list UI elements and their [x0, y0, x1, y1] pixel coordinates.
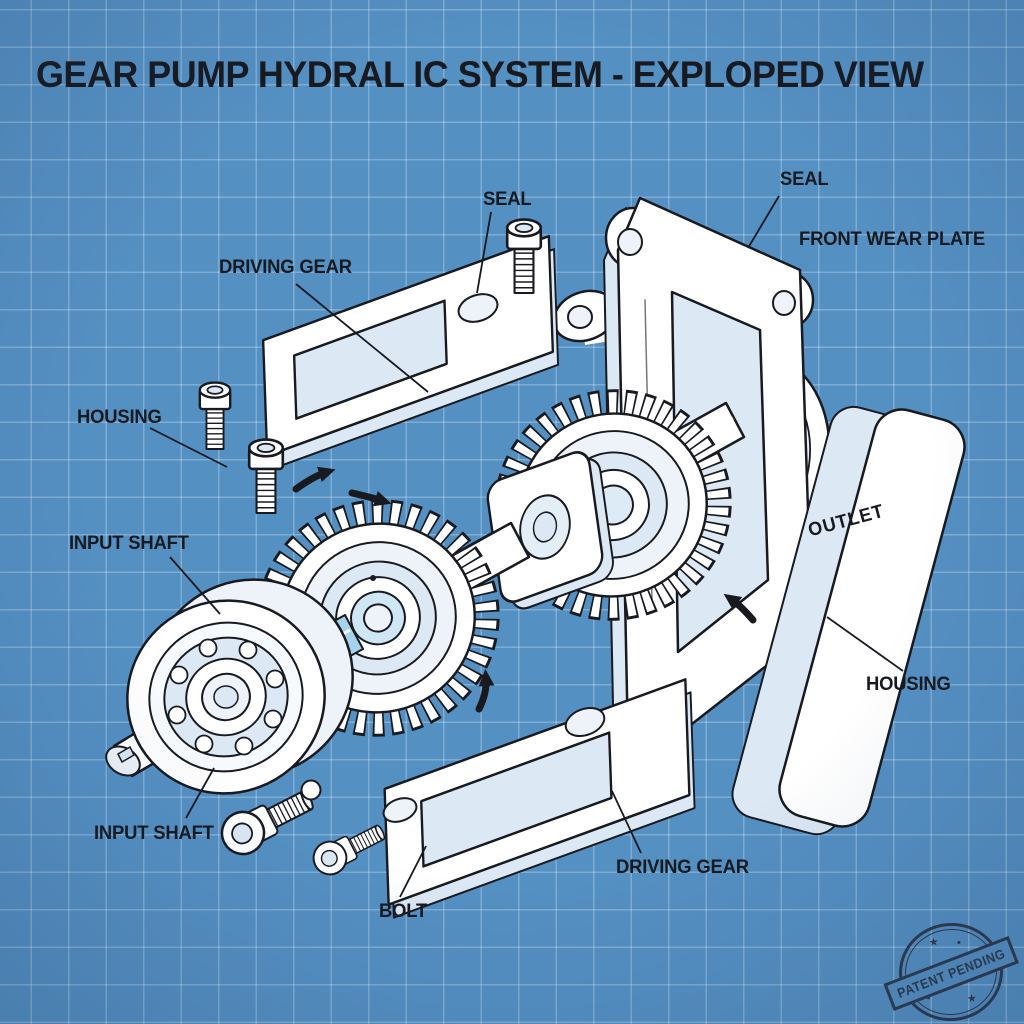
- leader-seal-top: [476, 211, 492, 294]
- steel-ball: [300, 779, 322, 801]
- label-housing-right: HOUSING: [866, 674, 951, 695]
- leader-input-shaft-bottom: [185, 767, 215, 819]
- seal-plate-bottom-hole: [564, 706, 606, 738]
- patent-pending-stamp: ★ • ★ • PATENT PENDING: [883, 917, 1019, 1024]
- star-icon: ★: [966, 992, 978, 1006]
- leader-input-shaft-left: [169, 556, 221, 615]
- label-driving-gear-top: DRIVING GEAR: [219, 257, 352, 278]
- index-dot: [370, 575, 376, 581]
- leader-seal-right: [747, 195, 780, 249]
- cap-screw-left-2: [247, 438, 285, 515]
- label-driving-gear-bottom: DRIVING GEAR: [616, 857, 749, 878]
- leader-housing-left: [149, 427, 228, 468]
- leader-driving-gear-bottom: [611, 790, 642, 854]
- leader-bolt: [399, 845, 427, 898]
- label-input-shaft-left: INPUT SHAFT: [69, 533, 189, 554]
- assembly-arrow-4: [723, 593, 757, 624]
- label-input-shaft-bottom: INPUT SHAFT: [94, 823, 214, 844]
- cap-screw-bottom-2: [306, 815, 391, 882]
- cap-screw-left-1: [198, 381, 232, 451]
- label-seal-top: SEAL: [483, 189, 532, 210]
- star-icon: ★: [928, 936, 940, 950]
- assembly-arrow-3: [475, 669, 495, 713]
- seal-plate-top-hole: [457, 293, 499, 323]
- bearing-flange: [126, 578, 354, 795]
- label-bolt: BOLT: [379, 901, 428, 922]
- frame-bolt-hole: [772, 290, 796, 316]
- seal-plate-bottom-hole: [382, 797, 418, 823]
- frame-bolt-hole: [617, 228, 643, 256]
- assembly-arrow-1: [292, 466, 336, 493]
- seal-plate-bottom: [383, 678, 696, 919]
- diagram-title: GEAR PUMP HYDRAL IC SYSTEM - EXPLOPED VI…: [36, 54, 924, 95]
- outlet-block: [731, 405, 966, 836]
- label-housing-left: HOUSING: [77, 407, 162, 428]
- leader-driving-gear-top: [295, 283, 429, 393]
- leader-housing-right: [826, 616, 904, 672]
- label-front-wear-plate: FRONT WEAR PLATE: [799, 229, 985, 250]
- bearing-balls: [167, 638, 285, 756]
- assembly-arrow-2: [348, 489, 392, 507]
- label-seal-right: SEAL: [780, 169, 829, 190]
